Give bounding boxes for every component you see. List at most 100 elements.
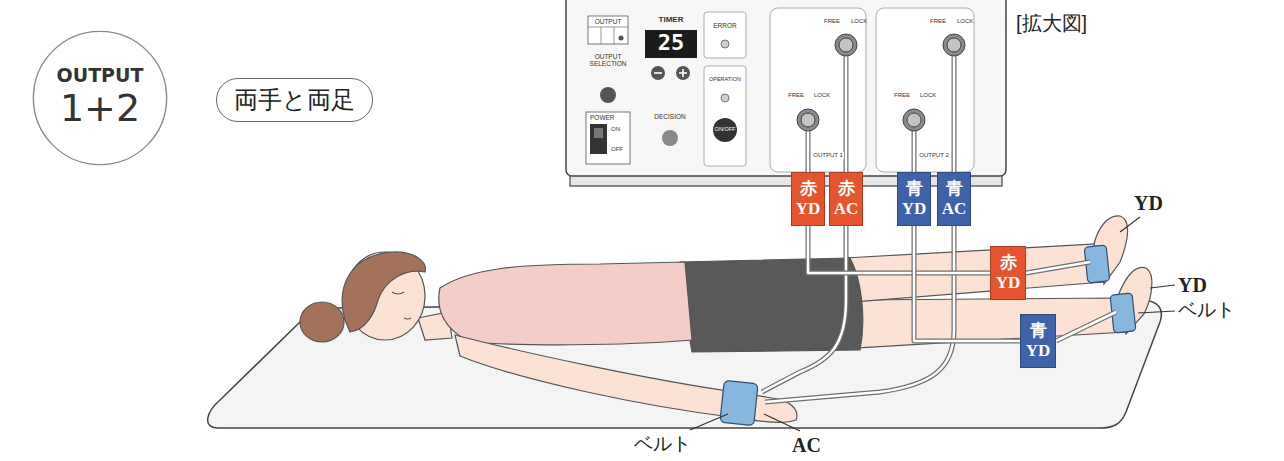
connector-knob bbox=[801, 113, 815, 127]
connector-cable bbox=[912, 128, 917, 172]
connector-cable bbox=[844, 54, 849, 172]
output-label: OUTPUT 2 bbox=[918, 152, 950, 159]
knob-text: LOCK bbox=[814, 92, 830, 99]
leader-line bbox=[1150, 285, 1175, 288]
panel-text: ON bbox=[611, 126, 620, 133]
leader-line bbox=[1120, 217, 1140, 232]
panel-text: DECISION bbox=[654, 113, 685, 120]
connector-cable bbox=[845, 54, 848, 172]
leader-line bbox=[690, 414, 728, 430]
button-text: ON/OFF bbox=[715, 126, 736, 132]
panel-text: ERROR bbox=[713, 22, 736, 29]
connector-knob bbox=[947, 38, 961, 52]
cable bbox=[762, 226, 1116, 402]
connector-cable bbox=[807, 128, 810, 172]
device bbox=[654, 72, 662, 74]
connector-knob bbox=[797, 109, 819, 131]
connector-cable bbox=[953, 54, 956, 172]
person bbox=[404, 318, 411, 319]
node-label: OUTPUT bbox=[57, 65, 144, 87]
connector-cable bbox=[952, 54, 957, 172]
cable-tag: 青 YD bbox=[1020, 314, 1056, 368]
device bbox=[770, 8, 866, 172]
device bbox=[566, 0, 1006, 186]
cable-tag: 青 YD bbox=[897, 172, 931, 226]
connector-knob bbox=[907, 113, 921, 127]
tag-text: 青 YD bbox=[898, 179, 930, 218]
device bbox=[601, 27, 602, 44]
knob-text: FREE bbox=[824, 18, 840, 25]
cable-connector bbox=[808, 226, 990, 273]
device bbox=[876, 8, 974, 172]
connector-knob bbox=[797, 34, 965, 131]
part-label: ベルト bbox=[634, 434, 691, 455]
panel-text: TIMER bbox=[659, 16, 684, 25]
connector-knob bbox=[839, 38, 853, 52]
device bbox=[586, 112, 630, 164]
device bbox=[704, 66, 746, 166]
device bbox=[676, 66, 690, 80]
connector-cable bbox=[808, 54, 954, 172]
connector-cable bbox=[808, 54, 954, 172]
timer-display: 25 bbox=[658, 31, 685, 55]
leader-line bbox=[690, 217, 1175, 431]
electrode-belt bbox=[720, 380, 758, 425]
output-label: OUTPUT 1 bbox=[812, 152, 844, 159]
device bbox=[600, 87, 616, 103]
knob-text: LOCK bbox=[851, 18, 867, 25]
device bbox=[682, 69, 684, 77]
tag-text: 赤 AC bbox=[830, 179, 862, 218]
knob-text: LOCK bbox=[957, 18, 973, 25]
device bbox=[662, 130, 678, 146]
part-label: YD bbox=[1134, 192, 1163, 214]
device bbox=[645, 30, 697, 58]
cable bbox=[1026, 262, 1090, 273]
cable bbox=[1026, 262, 1090, 273]
device bbox=[588, 27, 628, 28]
part-label: YD bbox=[1178, 274, 1207, 296]
output-badge: OUTPUT1+2 bbox=[32, 30, 168, 166]
badge-circle bbox=[33, 31, 166, 164]
person bbox=[342, 252, 425, 332]
cable bbox=[762, 226, 1116, 402]
cable bbox=[1056, 312, 1116, 341]
cable bbox=[762, 226, 846, 392]
node-label: 1+2 bbox=[60, 87, 140, 131]
panel-text: OUTPUT bbox=[595, 18, 622, 25]
leader-line bbox=[1138, 311, 1175, 313]
connector-cable bbox=[808, 54, 954, 172]
device bbox=[614, 27, 615, 44]
knob-text: FREE bbox=[894, 92, 910, 99]
panel-text: OUTPUT SELECTION bbox=[584, 53, 632, 67]
tag-text: 青 YD bbox=[1021, 321, 1055, 360]
cable bbox=[762, 226, 1116, 402]
device bbox=[713, 118, 737, 142]
cable-tag: 青 AC bbox=[937, 172, 971, 226]
person bbox=[300, 302, 344, 342]
knob-text: LOCK bbox=[920, 92, 936, 99]
panel-text: OFF bbox=[611, 146, 623, 153]
device bbox=[721, 40, 729, 48]
panel-text: OPERATION bbox=[709, 76, 741, 82]
leader-line bbox=[764, 414, 800, 431]
cable bbox=[765, 226, 954, 402]
device bbox=[651, 66, 665, 80]
part-label: AC bbox=[792, 434, 821, 456]
connector-knob bbox=[943, 34, 965, 56]
cable-connector bbox=[808, 226, 990, 273]
panel-text: POWER bbox=[590, 114, 615, 121]
cable-tag: 赤 AC bbox=[829, 172, 863, 226]
knob-text: FREE bbox=[788, 92, 804, 99]
connector-knob bbox=[835, 34, 857, 56]
knob-text: FREE bbox=[930, 18, 946, 25]
device bbox=[590, 124, 607, 154]
cable bbox=[762, 226, 846, 392]
tag-text: 青 AC bbox=[938, 179, 970, 218]
cable-tag: 赤 YD bbox=[791, 172, 825, 226]
device bbox=[566, 0, 1006, 176]
device bbox=[721, 94, 729, 102]
